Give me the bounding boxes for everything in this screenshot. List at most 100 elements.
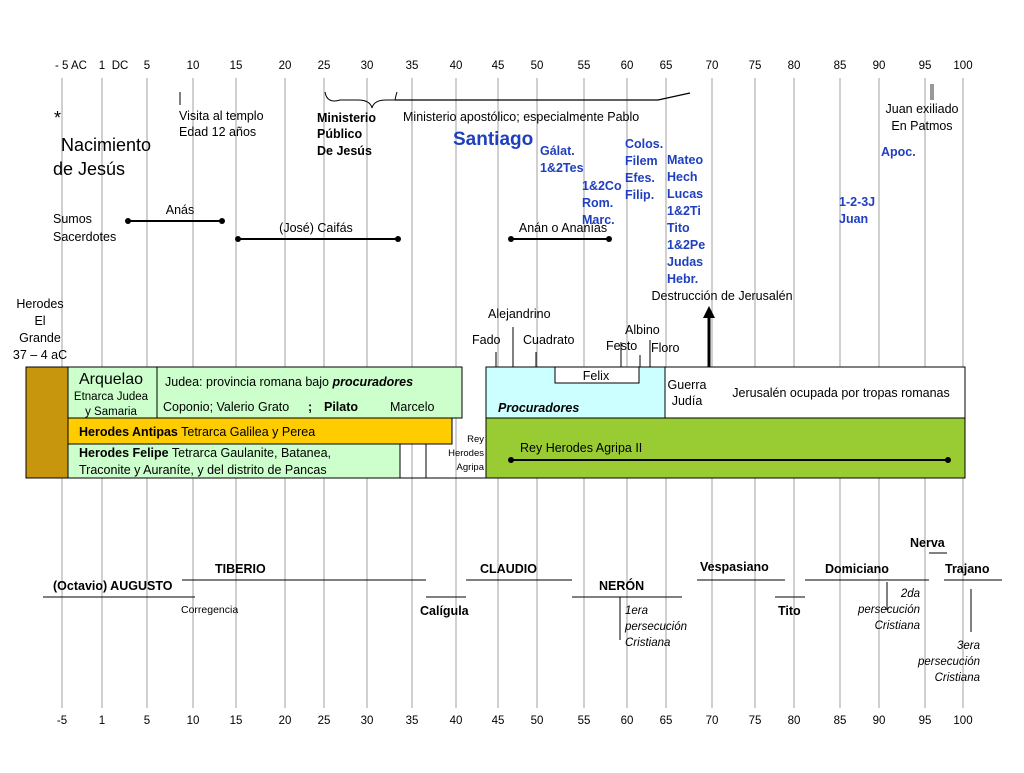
top-tick: 1 <box>99 60 105 72</box>
herodes-label-line: El <box>34 314 45 328</box>
bottom-tick: 50 <box>531 715 544 727</box>
herodes-label: Herodes El Grande 37 – 4 aC <box>13 297 67 362</box>
top-tick: 70 <box>706 60 719 72</box>
epistle-label: 1-2-3J <box>839 195 875 209</box>
top-tick: 65 <box>660 60 673 72</box>
coponio-sep: ; <box>308 400 312 414</box>
top-tick: 25 <box>318 60 331 72</box>
persecution-label: persecución <box>917 656 980 668</box>
judea-province-label: Judea: provincia romana bajo procuradore… <box>165 375 413 389</box>
agripa2-label: Rey Herodes Agripa II <box>520 441 642 455</box>
persecution-label: persecución <box>857 604 920 616</box>
birth-label: Nacimiento <box>61 135 151 155</box>
etnarca-label: Etnarca Judea <box>74 391 149 403</box>
bottom-tick: 55 <box>578 715 591 727</box>
felix-label: Felix <box>583 369 610 383</box>
felipe-bar <box>67 443 401 479</box>
ministry-label-line: Ministerio <box>317 111 376 125</box>
epistle-label: Filem <box>625 154 658 168</box>
antipas-bar <box>67 417 453 445</box>
priests-label: Sacerdotes <box>53 230 116 244</box>
jerusalen-occupied-label: Jerusalén ocupada por tropas romanas <box>732 386 950 400</box>
emperor-label: Domiciano <box>825 562 889 576</box>
marcelo-label: Marcelo <box>390 400 435 414</box>
bottom-tick: 1 <box>99 715 105 727</box>
bottom-tick: 65 <box>660 715 673 727</box>
antipas-name: Herodes Antipas <box>79 425 178 439</box>
top-tick: 20 <box>279 60 292 72</box>
procurator-name: Alejandrino <box>488 307 551 321</box>
bottom-axis: -5 1 5 10 15 20 25 30 35 40 45 50 55 60 … <box>57 715 973 727</box>
rey-agripa-line: Agripa <box>457 462 485 473</box>
bottom-tick: 80 <box>788 715 801 727</box>
top-tick: DC <box>112 60 129 72</box>
bottom-tick: 85 <box>834 715 847 727</box>
epistle-label: Tito <box>667 221 690 235</box>
felipe-title: Tetrarca Gaulanite, Batanea, <box>169 446 331 460</box>
top-tick: 55 <box>578 60 591 72</box>
exile-label: Juan exiliado <box>886 102 959 116</box>
birth-star: * <box>54 108 61 128</box>
persecution-label: Cristiana <box>625 637 670 649</box>
procurator-name: Festo <box>606 339 637 353</box>
epistle-label: Hebr. <box>667 272 698 286</box>
top-tick: 60 <box>621 60 634 72</box>
epistle-label: Colos. <box>625 137 663 151</box>
bottom-tick: 20 <box>279 715 292 727</box>
emperor-label: NERÓN <box>599 578 644 593</box>
destruction-arrowhead <box>703 306 715 318</box>
epistle-label: 1&2Pe <box>667 238 705 252</box>
exile-marker <box>930 84 934 100</box>
epistle-label: Hech <box>667 170 698 184</box>
bottom-tick: 60 <box>621 715 634 727</box>
caifas-label: (José) Caifás <box>279 221 353 235</box>
guerra-label: Guerra <box>668 378 707 392</box>
coponio-label: Coponio; Valerio Grato <box>163 400 289 414</box>
span-dot <box>395 236 401 242</box>
judea-province-bar <box>156 366 463 419</box>
herodes-label-line: Herodes <box>16 297 63 311</box>
epistle-label: 1&2Ti <box>667 204 701 218</box>
epistle-label: 1&2Co <box>582 179 622 193</box>
top-tick: 40 <box>450 60 463 72</box>
antipas-label: Herodes Antipas Tetrarca Galilea y Perea <box>79 425 315 439</box>
top-tick: 85 <box>834 60 847 72</box>
epistle-label: Efes. <box>625 171 655 185</box>
temple-label: Visita al templo <box>179 109 264 123</box>
top-tick: 15 <box>230 60 243 72</box>
bottom-tick: 25 <box>318 715 331 727</box>
top-tick: 95 <box>919 60 932 72</box>
bottom-tick: 95 <box>919 715 932 727</box>
epistle-label: 1&2Tes <box>540 161 584 175</box>
top-tick: 30 <box>361 60 374 72</box>
top-tick: - 5 AC <box>55 60 87 72</box>
exile-label: En Patmos <box>891 119 952 133</box>
persecution-label: Cristiana <box>935 672 980 684</box>
bottom-tick: 5 <box>144 715 150 727</box>
felipe-label: Herodes Felipe Tetrarca Gaulanite, Batan… <box>79 446 331 460</box>
bottom-tick: 90 <box>873 715 886 727</box>
epistle-label: Judas <box>667 255 703 269</box>
span-dot <box>508 457 514 463</box>
rey-agripa-line: Rey <box>467 434 484 445</box>
herodes-label-line: Grande <box>19 331 61 345</box>
bottom-tick: -5 <box>57 715 67 727</box>
top-tick: 35 <box>406 60 419 72</box>
felipe-name: Herodes Felipe <box>79 446 169 460</box>
top-tick: 5 <box>144 60 150 72</box>
procurator-name: Cuadrato <box>523 333 574 347</box>
destruction-label: Destrucción de Jerusalén <box>651 289 792 303</box>
epistle-label: Juan <box>839 212 868 226</box>
ministry-label: Ministerio Público De Jesús <box>317 111 376 158</box>
emperor-label: Vespasiano <box>700 560 769 574</box>
top-tick: 80 <box>788 60 801 72</box>
emperor-label: Trajano <box>945 562 990 576</box>
ministry-brace <box>324 91 398 109</box>
emperor-label: CLAUDIO <box>480 562 537 576</box>
jerusalen-occupied-bar <box>664 366 966 419</box>
etnarca-label: y Samaria <box>85 406 137 418</box>
epistle-label: Filip. <box>625 188 654 202</box>
top-tick: 50 <box>531 60 544 72</box>
